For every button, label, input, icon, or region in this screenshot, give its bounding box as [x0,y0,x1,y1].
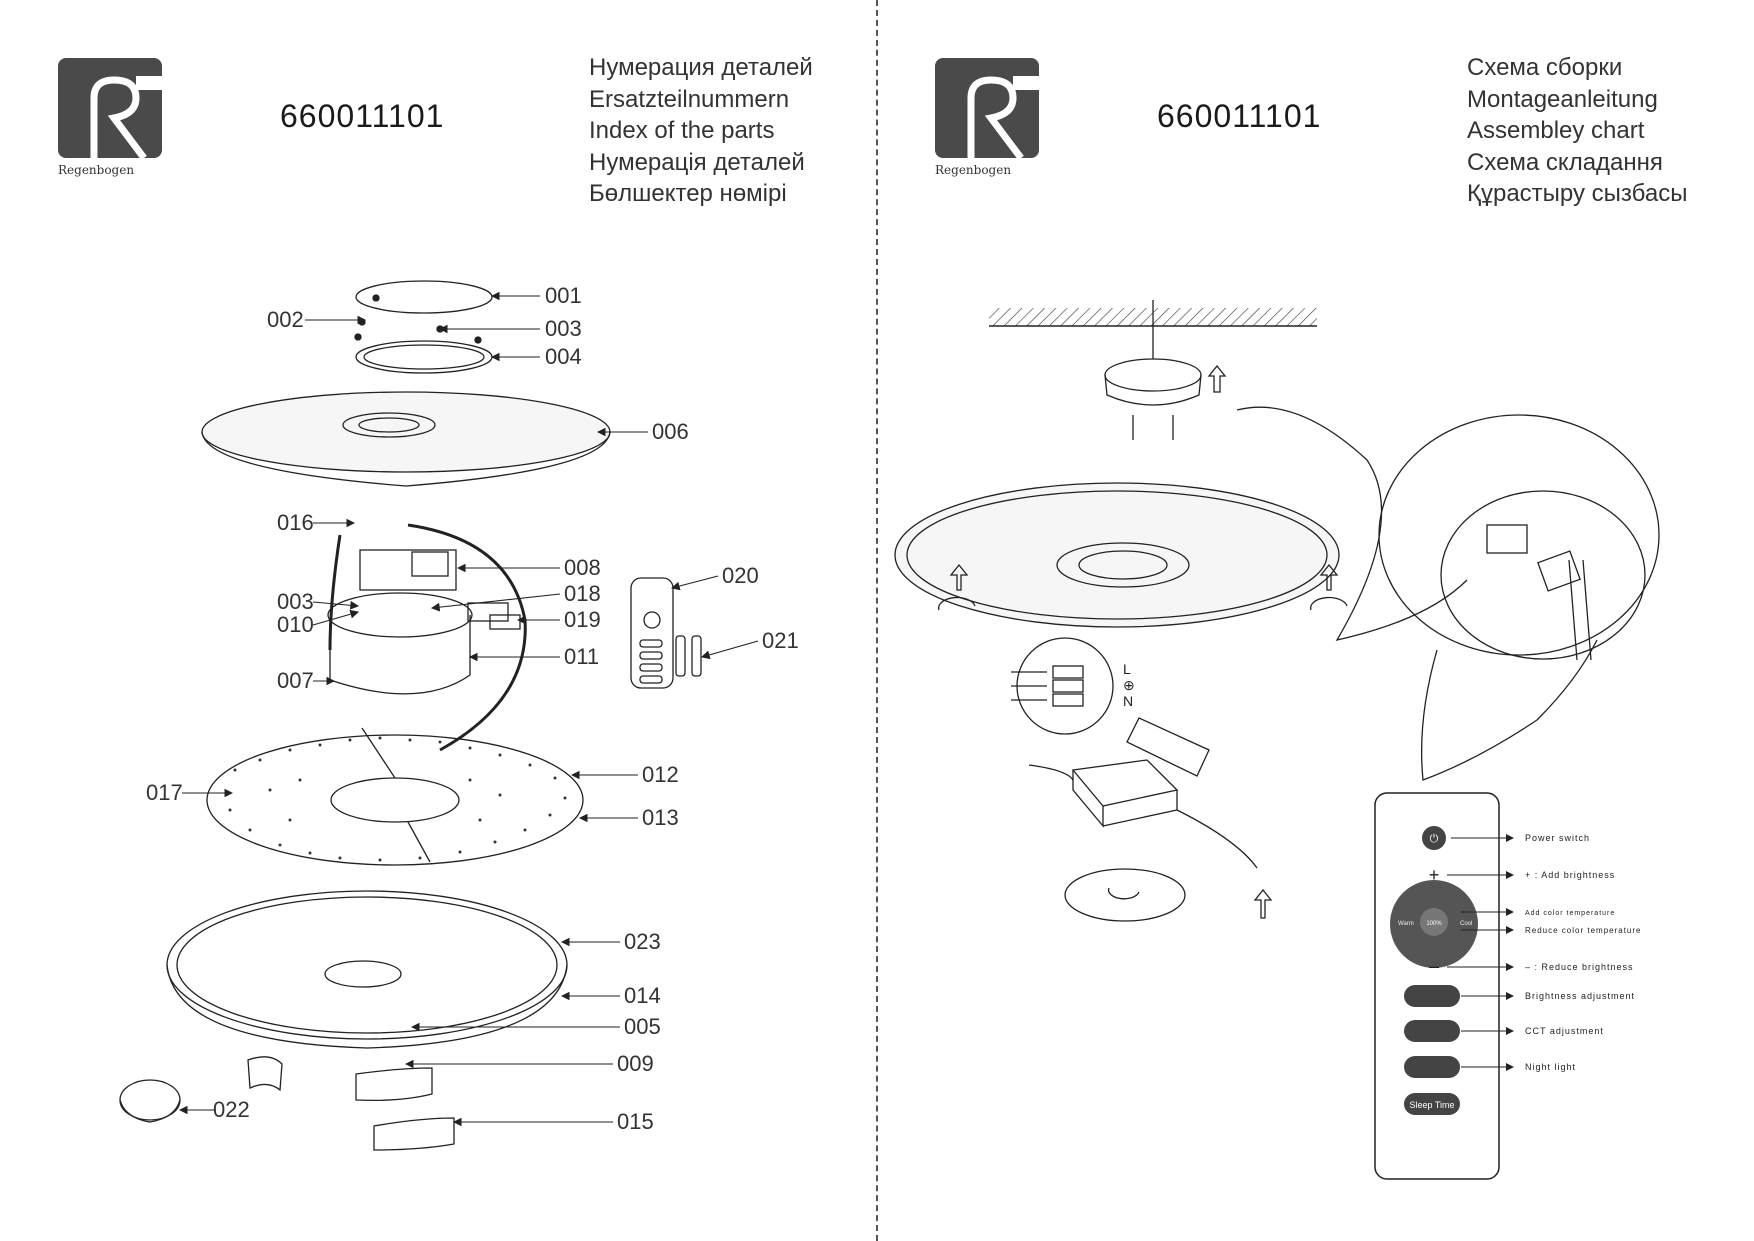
part-006: 006 [652,419,689,444]
minus-sign: – [1429,956,1439,976]
label-night-light: Night light [1525,1062,1576,1072]
part-003: 003 [545,316,582,341]
led-dots [228,736,567,862]
part-009: 009 [617,1051,654,1076]
label-reduce-brightness: – : Reduce brightness [1525,962,1634,972]
assembly-diagram: L ⊕ N ⏻ + Warm 100% Cool – Sleep Time [894,300,1660,1180]
title-en: Index of the parts [589,117,775,144]
brightness-adjust-button[interactable] [1404,985,1460,1007]
page-titles: Нумерация деталей Ersatzteilnummern Inde… [589,52,813,210]
terminal-letter-ground: ⊕ [1123,677,1135,693]
terminal-letter-n: N [1123,693,1133,709]
part-005: 005 [624,1014,661,1039]
part-014: 014 [624,983,661,1008]
power-button[interactable] [1422,826,1446,850]
part-001: 001 [545,283,582,308]
regenbogen-logo-right: Regenbogen [935,58,1039,177]
part-018: 018 [564,581,601,606]
part-021: 021 [762,628,799,653]
title-kz: Бөлшектер нөмірі [589,180,787,207]
title-de: Ersatzteilnummern [589,85,790,113]
part-013: 013 [642,805,679,830]
svg-text:Regenbogen: Regenbogen [935,163,1011,177]
title-ru-right: Схема сборки [1467,54,1623,81]
exploded-view-diagram: 001 002 003 004 006 016 008 020 018 003 … [119,280,799,1151]
cct-adjust-button[interactable] [1404,1020,1460,1042]
part-022: 022 [213,1097,250,1122]
title-kz-right: Құрастыру сызбасы [1467,180,1688,207]
svg-text:⏻: ⏻ [1430,833,1439,845]
label-brightness-adjustment: Brightness adjustment [1525,991,1635,1001]
title-ua-right: Схема складання [1467,148,1663,176]
remote-control: ⏻ + Warm 100% Cool – Sleep Time [1374,792,1500,1180]
svg-text:Cool: Cool [1460,921,1472,927]
label-cct-adjustment: CCT adjustment [1525,1026,1604,1036]
part-020: 020 [722,563,759,588]
regenbogen-logo: Regenbogen [58,58,162,177]
label-reduce-ct: Reduce color temperature [1525,926,1642,935]
svg-text:Warm: Warm [1398,921,1414,927]
part-011: 011 [564,644,599,669]
part-008: 008 [564,555,601,580]
part-015: 015 [617,1109,654,1134]
part-004: 004 [545,344,582,369]
title-ru: Нумерация деталей [589,54,813,81]
sleep-time-button[interactable] [1404,1093,1460,1115]
label-power-switch: Power switch [1525,833,1590,843]
terminal-letter-l: L [1123,661,1131,677]
part-002: 002 [267,307,304,332]
svg-text:Regenbogen: Regenbogen [58,163,134,177]
plus-sign: + [1429,865,1440,885]
title-ua: Нумерація деталей [589,148,805,176]
page-divider [876,0,878,1241]
part-017: 017 [146,780,183,805]
night-light-button[interactable] [1404,1056,1460,1078]
page-titles-right: Схема сборки Montageanleitung Assembley … [1467,52,1687,210]
label-add-brightness: + : Add brightness [1525,870,1615,880]
part-007: 007 [277,668,314,693]
part-010: 010 [277,612,314,637]
model-number-right: 660011101 [1157,98,1322,134]
svg-text:100%: 100% [1426,921,1442,927]
title-de-right: Montageanleitung [1467,85,1658,113]
part-019: 019 [564,607,601,632]
part-003b: 003 [277,589,314,614]
svg-text:Sleep Time: Sleep Time [1409,1100,1454,1110]
part-012: 012 [642,762,679,787]
part-016: 016 [277,510,314,535]
model-number: 660011101 [280,98,445,134]
title-en-right: Assembley chart [1467,117,1645,144]
parts-index-page: Regenbogen 660011101 Нумерация деталей E… [58,52,813,1151]
assembly-page: Regenbogen 660011101 Схема сборки Montag… [877,0,1754,1241]
label-add-ct: Add color temperature [1525,910,1615,917]
part-023: 023 [624,929,661,954]
